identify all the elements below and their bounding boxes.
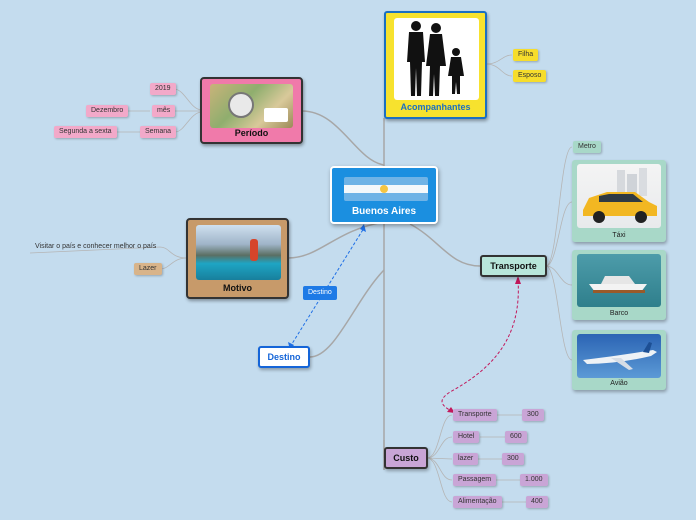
taxi-label: Táxi [612, 232, 626, 239]
link-central-transporte [409, 223, 481, 267]
boat-image [577, 254, 661, 307]
periodo-node[interactable]: Período [200, 77, 303, 144]
periodo-item-dezembro[interactable]: Dezembro [86, 105, 129, 117]
custo-item-hotel[interactable]: Hotel [453, 431, 480, 443]
transporte-item-taxi[interactable]: Táxi [572, 160, 666, 242]
taxi-image [577, 164, 661, 228]
family-silhouette-icon [407, 21, 464, 96]
transporte-item-barco[interactable]: Barco [572, 250, 666, 320]
boat-icon [589, 276, 647, 293]
money-clock-image [210, 84, 293, 128]
sun-icon [380, 185, 388, 193]
link-central-destino [309, 269, 385, 358]
custo-value-lazer[interactable]: 300 [502, 453, 524, 465]
custo-title: Custo [393, 453, 419, 463]
link-custo-alimentacao [426, 457, 453, 503]
link-acomp-filha [485, 54, 513, 65]
link-motivo-visitar [29, 246, 188, 259]
custo-value-transporte[interactable]: 300 [522, 409, 544, 421]
mountain-lake-image [196, 225, 281, 280]
periodo-item-segunda[interactable]: Segunda a sexta [54, 126, 117, 138]
motivo-item-lazer[interactable]: Lazer [134, 263, 162, 275]
custo-value-passagem[interactable]: 1.000 [520, 474, 548, 486]
argentina-flag-icon [344, 177, 428, 201]
acompanhantes-item-filha[interactable]: Filha [513, 49, 539, 61]
link-motivo-lazer [159, 257, 188, 270]
taxi-icon [583, 168, 657, 223]
link-custo-passagem [426, 457, 453, 481]
link-transp-barco [545, 265, 573, 286]
relation-custo-transporte [441, 279, 519, 413]
transporte-item-metro[interactable]: Metro [573, 141, 601, 153]
transporte-node[interactable]: Transporte [480, 255, 547, 277]
transporte-title: Transporte [490, 261, 537, 271]
destino-node[interactable]: Destino [258, 346, 310, 368]
destino-title: Destino [267, 352, 301, 362]
link-custo-transporte [426, 414, 453, 459]
link-transp-taxi [545, 201, 573, 267]
custo-item-passagem[interactable]: Passagem [453, 474, 497, 486]
custo-item-alimentacao[interactable]: Alimentação [453, 496, 502, 508]
link-periodo-semana [174, 111, 203, 133]
barco-label: Barco [609, 310, 629, 317]
periodo-item-2019[interactable]: 2019 [150, 83, 176, 95]
periodo-item-mes[interactable]: mês [152, 105, 176, 117]
link-transp-aviao [545, 265, 573, 361]
custo-item-lazer[interactable]: lazer [453, 453, 479, 465]
link-custo-hotel [426, 436, 453, 459]
motivo-title: Motivo [223, 283, 252, 293]
hiker-icon [250, 239, 258, 261]
clock-icon [228, 92, 254, 118]
bank-card-icon [264, 108, 288, 122]
link-acomp-esposo [485, 63, 513, 77]
central-node[interactable]: Buenos Aires [330, 166, 438, 224]
motivo-item-visitar[interactable]: Visitar o país e conhecer melhor o país [35, 243, 157, 250]
link-transp-metro [545, 146, 573, 267]
custo-value-hotel[interactable]: 600 [505, 431, 527, 443]
link-periodo-2019 [173, 88, 203, 111]
periodo-title: Período [234, 128, 269, 138]
motivo-node[interactable]: Motivo [186, 218, 289, 299]
airplane-image [577, 334, 661, 378]
custo-item-transporte[interactable]: Transporte [453, 409, 497, 421]
periodo-item-semana[interactable]: Semana [140, 126, 177, 138]
family-silhouette-image [394, 18, 479, 100]
acompanhantes-title: Acompanhantes [400, 102, 471, 112]
acompanhantes-item-esposo[interactable]: Esposo [513, 70, 547, 82]
transporte-item-aviao[interactable]: Avião [572, 330, 666, 390]
custo-value-alimentacao[interactable]: 400 [526, 496, 548, 508]
link-custo-lazer [426, 457, 453, 460]
custo-node[interactable]: Custo [384, 447, 428, 469]
link-central-motivo [287, 221, 385, 259]
central-title: Buenos Aires [351, 206, 417, 217]
acompanhantes-node[interactable]: Acompanhantes [384, 11, 487, 119]
aviao-label: Avião [610, 380, 628, 387]
link-central-periodo [301, 110, 385, 166]
airplane-icon [583, 342, 657, 370]
destino-relation-label[interactable]: Destino [303, 286, 337, 300]
